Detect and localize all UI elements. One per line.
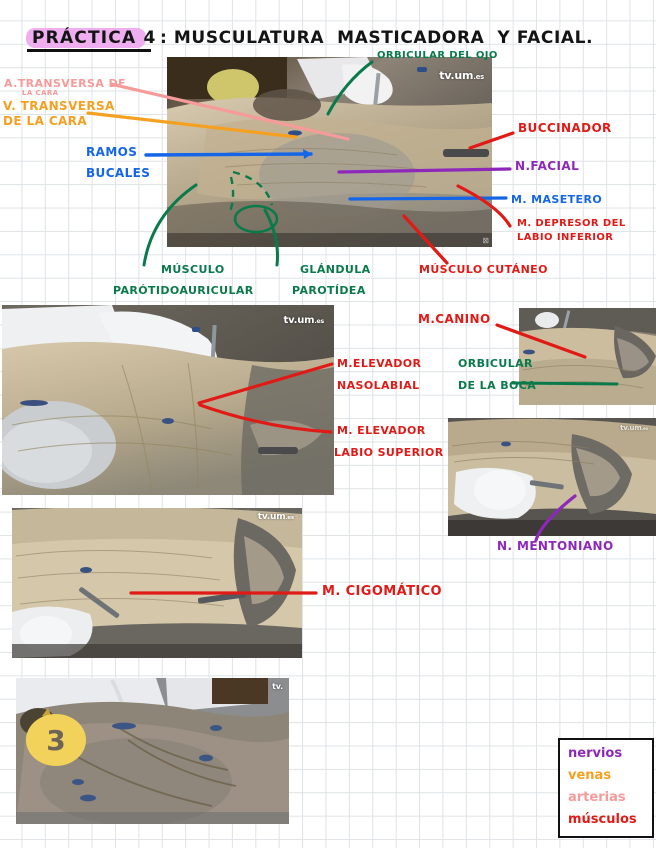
label-buccinador: BUCCINADOR	[518, 121, 612, 135]
photo-nasolabial-dissection: tv.um.es	[2, 305, 334, 495]
photo-specimen-tag: 3 tv.	[16, 678, 289, 824]
label-ramos: RAMOS	[86, 145, 138, 159]
legend-item-musculos: músculos	[568, 812, 637, 827]
label-vena-transversa: V. TRANSVERSA	[3, 99, 115, 113]
legend-item-venas: venas	[568, 768, 612, 783]
label-musculo: MÚSCULO	[161, 263, 225, 276]
label-mentoniano: N. MENTONIANO	[497, 539, 614, 553]
label-elevador-nasolabial-line1: M.ELEVADOR	[337, 357, 422, 370]
label-bucales: BUCALES	[86, 166, 151, 180]
label-elevador-nasolabial-line2: NASOLABIAL	[337, 379, 420, 392]
label-parotidoauricular: PARÓTIDOAURICULAR	[113, 284, 254, 297]
label-canino: M.CANINO	[418, 312, 491, 326]
label-nervio-facial: N.FACIAL	[515, 159, 580, 173]
photo-canine-muscle-closeup	[519, 308, 656, 405]
label-elevador-labio-line2: LABIO SUPERIOR	[334, 446, 444, 459]
label-orbicular-boca-line2: DE LA BOCA	[458, 379, 537, 392]
label-masetero: M. MASETERO	[511, 193, 603, 206]
photo-mental-nerve: tv.um.es	[448, 418, 656, 536]
label-arteria-transversa-line2: LA CARA	[22, 89, 59, 97]
label-musculo-cutaneo: MÚSCULO CUTÁNEO	[419, 263, 548, 276]
label-depresor-line1: M. DEPRESOR DEL	[517, 218, 626, 229]
legend-item-arterias: arterias	[568, 790, 626, 805]
page-title-practice: PRÁCTICA 4	[32, 28, 157, 48]
title-highlight-marker	[26, 28, 146, 48]
label-elevador-labio-line1: M. ELEVADOR	[337, 424, 426, 437]
label-arteria-transversa: A.TRANSVERSA DE	[4, 77, 126, 90]
label-depresor-line2: LABIO INFERIOR	[517, 232, 614, 243]
specimen-tag-number: 3	[46, 724, 65, 757]
photo-zygomatic-muscle: tv.um.es	[12, 508, 302, 658]
legend-item-nervios: nervios	[568, 746, 623, 761]
page-title-subject: : MUSCULATURA MASTICADORA Y FACIAL.	[160, 28, 594, 48]
label-cigomatico: M. CIGOMÁTICO	[322, 584, 442, 599]
label-orbicular-ojo: ORBICULAR DEL OJO	[377, 50, 498, 61]
close-icon[interactable]: ⊠	[482, 236, 489, 245]
label-parotidea: PAROTÍDEA	[292, 284, 366, 297]
photo-lateral-head-overview: tv.um.es ⊠	[167, 57, 492, 247]
label-vena-transversa-line2: DE LA CARA	[3, 114, 88, 128]
title-underline	[27, 49, 151, 52]
legend-box: nervios venas arterias músculos	[558, 738, 654, 838]
label-orbicular-boca-line1: ORBICULAR	[458, 357, 533, 370]
label-glandula: GLÁNDULA	[300, 263, 371, 276]
